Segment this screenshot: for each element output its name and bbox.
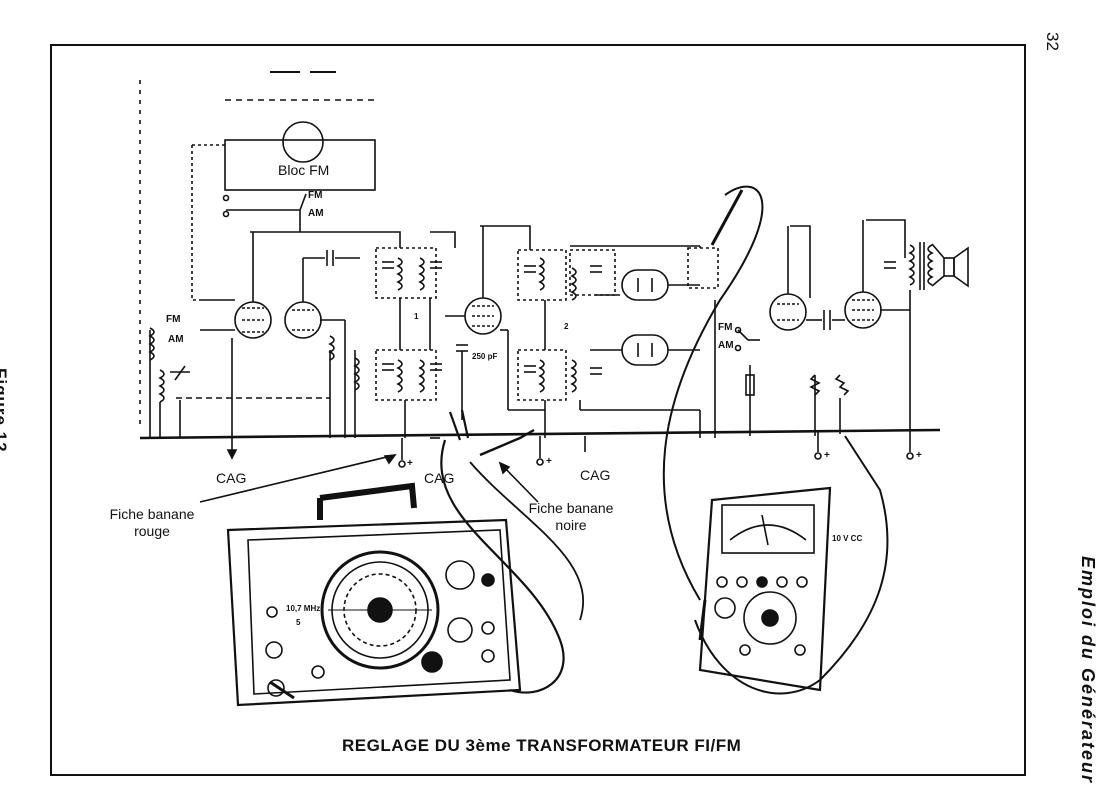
page-number: 32	[1043, 32, 1062, 51]
coil-mark-1: 1	[414, 312, 419, 321]
plus-terminal-3: +	[824, 450, 830, 461]
bloc-fm-tuner	[282, 121, 324, 163]
section-title: Emploi du Générateur	[1078, 556, 1098, 785]
switch-fm-left-label: FM	[166, 314, 181, 325]
figure-caption: REGLAGE DU 3ème TRANSFORMATEUR FI/FM	[342, 736, 742, 755]
tube-2	[284, 301, 322, 339]
figure-frame	[50, 44, 1026, 776]
switch-am-right-label: AM	[718, 340, 734, 351]
switch-am-top-label: AM	[308, 208, 324, 219]
switch-am-left-label: AM	[168, 334, 184, 345]
cag-label-3: CAG	[580, 467, 611, 483]
plus-terminal-2: +	[546, 456, 552, 467]
ground-bus	[139, 428, 941, 440]
generator-band-label: 5	[296, 618, 301, 627]
voltmeter-range-label: 10 V CC	[832, 534, 863, 543]
capacitor-value-label: 250 pF	[472, 352, 498, 361]
signal-generator	[226, 482, 522, 707]
tube-4	[769, 293, 807, 331]
cag-label-2: CAG	[424, 470, 455, 486]
voltmeter	[698, 486, 832, 692]
figure-label: Figure 12	[0, 368, 10, 453]
red-plug-callout: Fiche banane rouge	[109, 506, 195, 539]
plus-terminal-1: +	[407, 458, 413, 469]
plus-terminal-4: +	[916, 450, 922, 461]
switch-fm-right-label: FM	[718, 322, 733, 333]
coil-mark-2: 2	[564, 322, 569, 331]
generator-frequency-label: 10,7 MHz	[286, 604, 321, 613]
black-plug-callout: Fiche banane noire	[528, 500, 614, 533]
switch-fm-top-label: FM	[308, 190, 323, 201]
speaker-icon	[943, 257, 955, 277]
cag-label-1: CAG	[216, 470, 247, 486]
bloc-fm-label: Bloc FM	[278, 162, 330, 178]
